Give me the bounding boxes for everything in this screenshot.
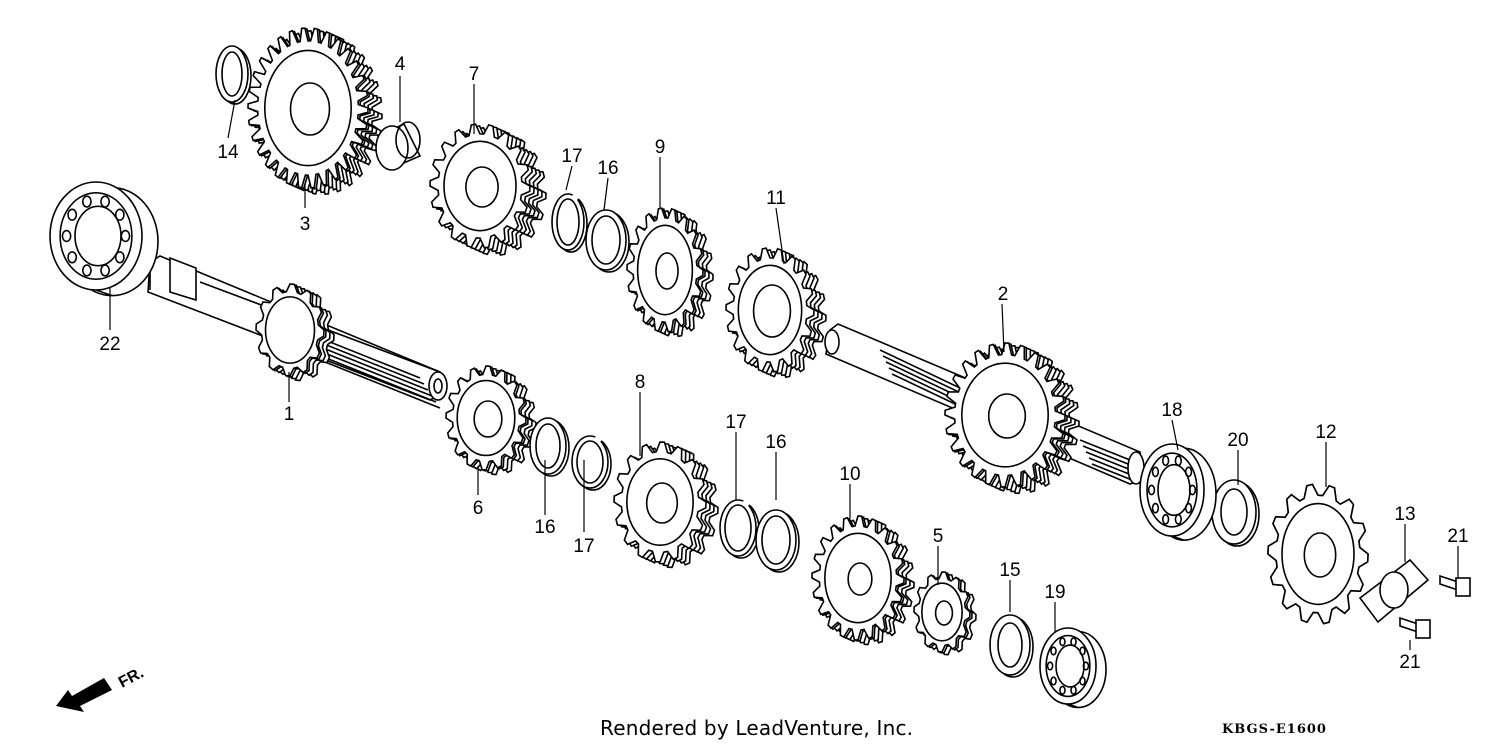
circlip-17-lower-left [571, 435, 612, 491]
circlip-17-upper [551, 193, 588, 253]
gear-1-mainshaft [255, 283, 335, 382]
washer-16-lower-right [755, 509, 800, 573]
callout-18: 18 [1161, 400, 1182, 421]
callout-labels: 1 2 3 4 5 6 7 8 9 10 11 12 13 14 15 16 1… [99, 54, 1468, 673]
callout-11: 11 [766, 188, 786, 209]
callout-21-lower: 21 [1399, 652, 1420, 673]
washer-16-upper [585, 209, 630, 273]
callout-16-lower-right: 16 [765, 432, 786, 453]
parts-layer [49, 27, 1471, 709]
sprocket-12 [1267, 483, 1369, 625]
callout-9: 9 [655, 137, 666, 158]
gear-8 [613, 441, 719, 569]
bolt-21-upper [1439, 574, 1471, 597]
callout-17-lower-right: 17 [725, 412, 746, 433]
callout-2: 2 [998, 284, 1009, 305]
leader-lines [109, 76, 1459, 650]
circlip-17-lower-right [719, 499, 760, 559]
mainshaft-shoulder [169, 256, 197, 302]
gear-7 [429, 123, 547, 256]
callout-7: 7 [469, 64, 480, 85]
callout-14: 14 [217, 142, 239, 163]
bearing-22 [49, 181, 159, 297]
callout-20: 20 [1227, 430, 1248, 451]
render-credit: Rendered by LeadVenture, Inc. [600, 716, 914, 740]
callout-16-upper: 16 [597, 158, 618, 179]
gear-9 [626, 207, 714, 338]
callout-10: 10 [839, 464, 860, 485]
callout-6: 6 [473, 498, 484, 519]
gear-3 [247, 27, 383, 196]
gear-11 [725, 247, 827, 379]
bolt-21-lower [1399, 616, 1431, 639]
callout-3: 3 [300, 214, 311, 235]
front-direction-arrow-icon: FR. [56, 664, 147, 712]
gear-2-countershaft [944, 342, 1080, 495]
bearing-18 [1139, 443, 1217, 542]
callout-21-upper: 21 [1447, 526, 1468, 547]
callout-5: 5 [933, 526, 944, 547]
callout-15: 15 [999, 560, 1020, 581]
gear-10 [811, 515, 915, 646]
callout-16-lower-left: 16 [534, 517, 555, 538]
callout-4: 4 [395, 54, 406, 75]
bearing-19 [1039, 627, 1107, 709]
callout-13: 13 [1394, 504, 1415, 525]
fixing-plate-13 [1358, 558, 1430, 624]
callout-12: 12 [1315, 422, 1336, 443]
callout-17-upper: 17 [561, 146, 582, 167]
gear-5 [913, 571, 977, 656]
washer-15 [989, 614, 1034, 678]
diagram-code: KBGS-E1600 [1222, 722, 1327, 737]
washer-16-lower-left [529, 417, 570, 477]
seal-20 [1211, 479, 1260, 547]
callout-8: 8 [635, 372, 646, 393]
callout-19: 19 [1044, 582, 1065, 603]
front-direction-label: FR. [116, 664, 147, 691]
callout-17-lower-left: 17 [573, 536, 594, 557]
callout-1: 1 [284, 404, 295, 425]
callout-22: 22 [99, 334, 120, 355]
bushing-4 [375, 121, 422, 171]
gear-6 [445, 365, 537, 476]
washer-14 [215, 45, 252, 105]
